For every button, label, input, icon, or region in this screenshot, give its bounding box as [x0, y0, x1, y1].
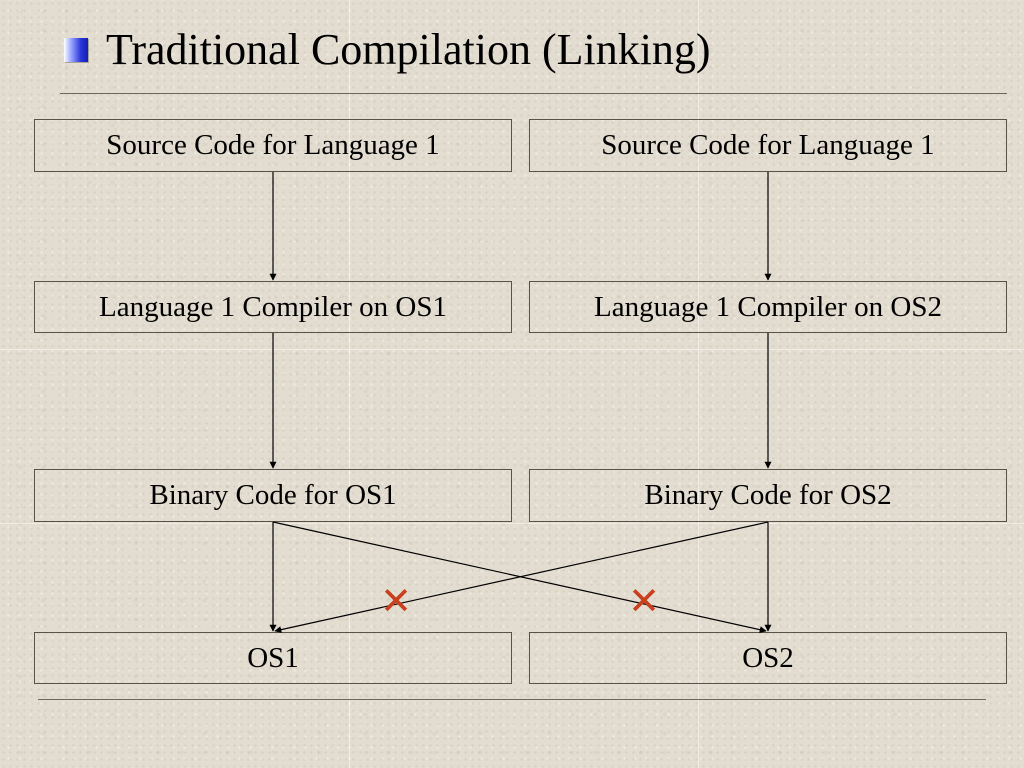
- slide-title: Traditional Compilation (Linking): [106, 25, 711, 74]
- bottom-rule: [38, 699, 986, 700]
- background-seam: [0, 349, 1024, 350]
- box-right-binary: Binary Code for OS2: [529, 469, 1007, 522]
- title-underline: [60, 93, 1007, 94]
- box-right-os: OS2: [529, 632, 1007, 684]
- arrow-binary-os2-to-os1: [274, 521, 769, 634]
- box-right-source: Source Code for Language 1: [529, 119, 1007, 172]
- background-seam: [698, 0, 699, 768]
- cross-mark-left: ✕: [380, 579, 412, 623]
- background-seam: [0, 523, 1024, 524]
- box-left-compiler: Language 1 Compiler on OS1: [34, 281, 512, 333]
- square-bullet-icon: [64, 38, 88, 62]
- box-left-source: Source Code for Language 1: [34, 119, 512, 172]
- box-left-os: OS1: [34, 632, 512, 684]
- box-right-compiler: Language 1 Compiler on OS2: [529, 281, 1007, 333]
- background-seam: [349, 0, 350, 768]
- cross-mark-right: ✕: [628, 579, 660, 623]
- box-left-binary: Binary Code for OS1: [34, 469, 512, 522]
